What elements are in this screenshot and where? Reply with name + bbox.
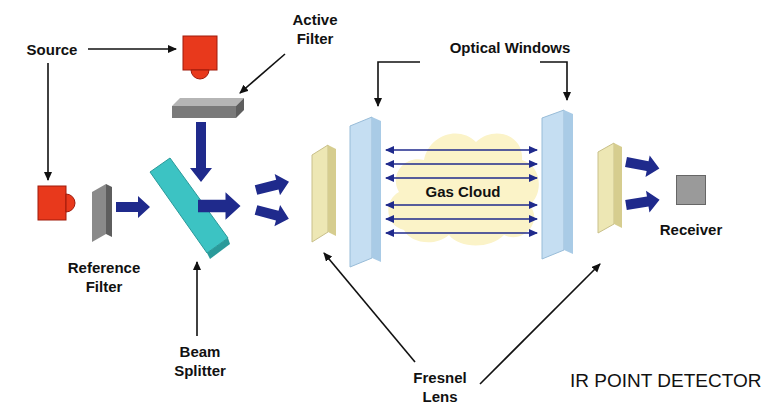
node-label: Receiver [660, 221, 723, 238]
leader-line [196, 262, 198, 336]
filter-face [106, 184, 112, 237]
source-body [183, 36, 217, 70]
beam-arrow [624, 189, 661, 216]
beam-arrow [253, 199, 292, 229]
fresnel-lens-right [598, 143, 622, 233]
window-face [542, 110, 564, 259]
filter-face [236, 98, 244, 118]
leader-line [240, 54, 285, 93]
ir-source-left [38, 186, 75, 220]
lens-edge [328, 145, 336, 236]
source-lens [191, 70, 209, 79]
gas-cloud: Gas Cloud [384, 120, 542, 248]
ir-source-top [183, 36, 217, 79]
source-body [38, 186, 66, 220]
source-lens [66, 194, 75, 212]
bracket-line [540, 62, 567, 100]
window-face [350, 117, 372, 267]
beam-arrow [116, 196, 150, 218]
fresnel-lens-left [312, 145, 336, 242]
beam-arrow [198, 192, 241, 220]
part-label: Beam Splitter [164, 342, 236, 380]
part-label: Source [27, 40, 78, 59]
lens-edge [614, 143, 622, 228]
part-label: Reference Filter [62, 258, 146, 296]
active-filter [172, 98, 244, 118]
lens-face [312, 145, 328, 242]
beam-splitter [150, 158, 230, 259]
beam-arrow [624, 151, 662, 179]
reference-filter [92, 184, 112, 242]
leader-line [88, 48, 176, 50]
diagram-caption: IR POINT DETECTOR [570, 370, 761, 392]
filter-face [172, 106, 236, 118]
leader-line [480, 264, 600, 384]
node-label: Gas Cloud [384, 183, 542, 200]
leader-line [324, 253, 415, 362]
bracket-line [378, 62, 420, 106]
window-edge [564, 110, 573, 254]
beam-arrow [190, 122, 212, 182]
beam-arrow [253, 171, 291, 201]
leader-lines [48, 49, 600, 384]
receiver-node: Receiver [651, 175, 731, 245]
part-label: Active Filter [279, 10, 351, 48]
optical-window-right [542, 110, 573, 259]
part-label: Fresnel Lens [407, 368, 473, 406]
lens-face [598, 143, 614, 233]
splitter-edge [207, 238, 230, 259]
splitter-face [150, 158, 228, 253]
filter-face [92, 184, 106, 242]
optical-window-left [350, 117, 381, 267]
filter-face [172, 98, 244, 106]
part-label: Optical Windows [450, 38, 571, 57]
leader-line [47, 63, 49, 180]
receiver-square [676, 175, 706, 205]
window-edge [372, 117, 381, 262]
